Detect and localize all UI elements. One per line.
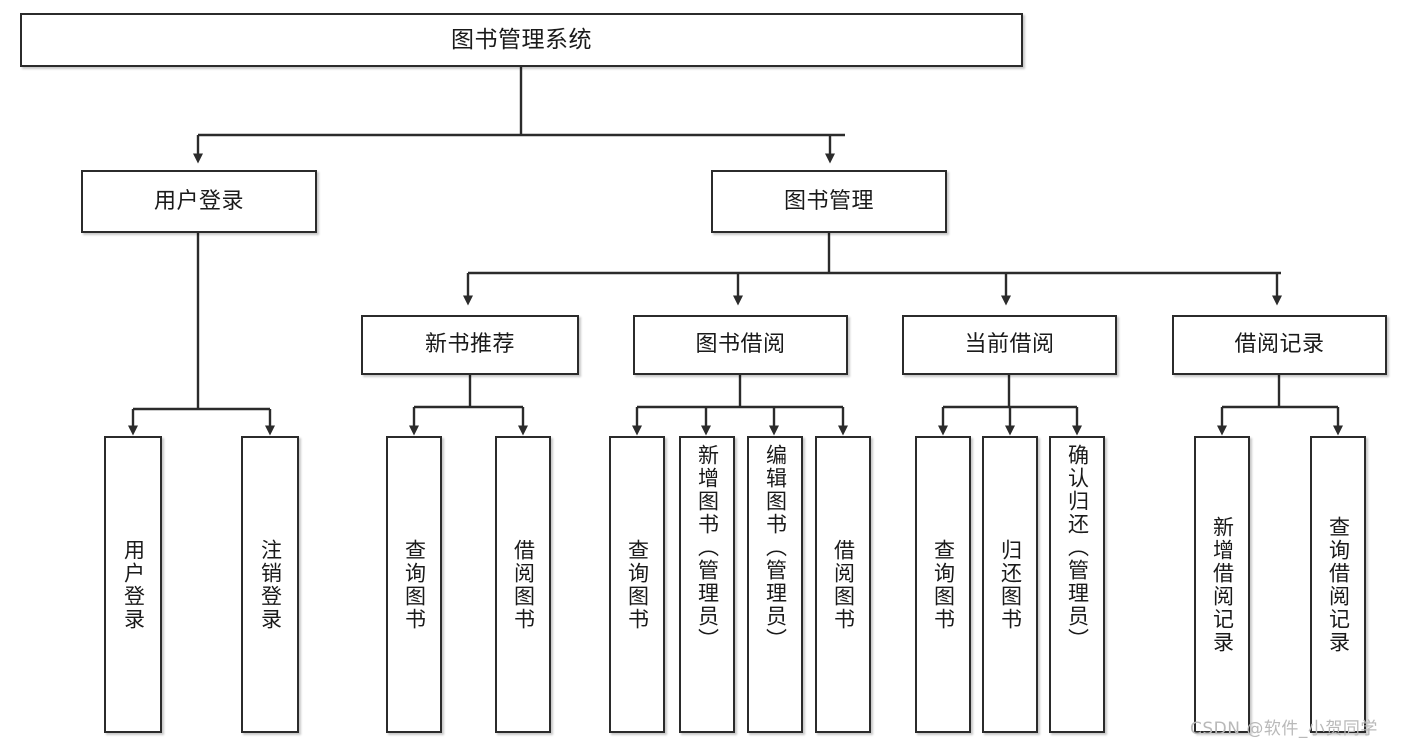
leaf-user-login[interactable]: 用户登录 bbox=[104, 436, 162, 733]
leaf-query-book-newbook[interactable]: 查询图书 bbox=[386, 436, 442, 733]
node-book-management[interactable]: 图书管理 bbox=[711, 170, 947, 233]
node-book-borrow[interactable]: 图书借阅 bbox=[633, 315, 848, 375]
leaf-user-login-label: 用户登录 bbox=[121, 538, 146, 631]
leaf-logout[interactable]: 注销登录 bbox=[241, 436, 299, 733]
node-book-management-label: 图书管理 bbox=[783, 188, 874, 214]
watermark: CSDN @软件_小贺同学 bbox=[1190, 719, 1378, 739]
leaf-query-borrow-record[interactable]: 查询借阅记录 bbox=[1310, 436, 1366, 733]
leaf-query-book-borrow[interactable]: 查询图书 bbox=[609, 436, 665, 733]
node-root[interactable]: 图书管理系统 bbox=[20, 13, 1023, 67]
node-book-borrow-label: 图书借阅 bbox=[695, 332, 786, 358]
leaf-query-book-current-label: 查询图书 bbox=[931, 538, 956, 631]
leaf-borrow-book-newbook-label: 借阅图书 bbox=[511, 538, 536, 631]
node-user-login-label: 用户登录 bbox=[153, 188, 244, 214]
node-root-label: 图书管理系统 bbox=[451, 26, 592, 53]
node-new-book-recommend-label: 新书推荐 bbox=[424, 332, 515, 358]
leaf-edit-book-admin[interactable]: 编辑图书（管理员） bbox=[747, 436, 803, 733]
leaf-query-book-borrow-label: 查询图书 bbox=[625, 538, 650, 631]
node-current-borrow-label: 当前借阅 bbox=[964, 332, 1055, 358]
leaf-borrow-book-newbook[interactable]: 借阅图书 bbox=[495, 436, 551, 733]
leaf-query-book-current[interactable]: 查询图书 bbox=[915, 436, 971, 733]
leaf-return-book[interactable]: 归还图书 bbox=[982, 436, 1038, 733]
leaf-confirm-return-admin-label: 确认归还（管理员） bbox=[1065, 444, 1090, 651]
node-new-book-recommend[interactable]: 新书推荐 bbox=[361, 315, 579, 375]
leaf-borrow-book-borrow[interactable]: 借阅图书 bbox=[815, 436, 871, 733]
leaf-add-borrow-record[interactable]: 新增借阅记录 bbox=[1194, 436, 1250, 733]
leaf-add-book-admin[interactable]: 新增图书（管理员） bbox=[679, 436, 735, 733]
leaf-add-book-admin-label: 新增图书（管理员） bbox=[695, 444, 720, 651]
leaf-return-book-label: 归还图书 bbox=[998, 538, 1023, 631]
leaf-query-borrow-record-label: 查询借阅记录 bbox=[1326, 515, 1351, 654]
leaf-logout-label: 注销登录 bbox=[258, 538, 283, 631]
node-borrow-record[interactable]: 借阅记录 bbox=[1172, 315, 1387, 375]
node-current-borrow[interactable]: 当前借阅 bbox=[902, 315, 1117, 375]
leaf-confirm-return-admin[interactable]: 确认归还（管理员） bbox=[1049, 436, 1105, 733]
leaf-borrow-book-borrow-label: 借阅图书 bbox=[831, 538, 856, 631]
node-user-login[interactable]: 用户登录 bbox=[81, 170, 317, 233]
node-borrow-record-label: 借阅记录 bbox=[1234, 332, 1325, 358]
leaf-query-book-newbook-label: 查询图书 bbox=[402, 538, 427, 631]
leaf-add-borrow-record-label: 新增借阅记录 bbox=[1210, 515, 1235, 654]
leaf-edit-book-admin-label: 编辑图书（管理员） bbox=[763, 444, 788, 651]
